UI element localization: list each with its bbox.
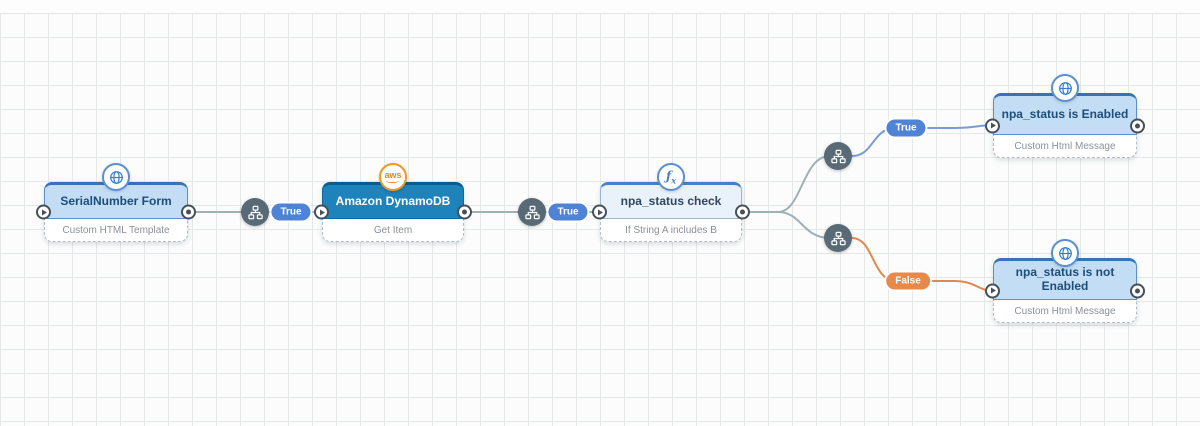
node-npa-status-not-enabled[interactable]: npa_status is not Enabled Custom Html Me…: [985, 239, 1145, 323]
sitemap-icon: [830, 149, 846, 163]
canvas-top-strip: [0, 0, 1200, 13]
output-port[interactable]: [735, 204, 750, 220]
dot-icon: [740, 209, 745, 215]
output-port[interactable]: [181, 204, 196, 220]
dot-icon: [1135, 288, 1140, 293]
edge-label-true[interactable]: True: [548, 203, 588, 221]
aws-smile: [386, 179, 400, 183]
play-icon: [990, 287, 996, 294]
route-filter-icon[interactable]: [824, 224, 852, 252]
globe-icon: [1051, 74, 1079, 102]
node-subtitle: Get Item: [322, 219, 464, 242]
aws-logo-text: aws: [384, 170, 402, 180]
input-port[interactable]: [592, 204, 607, 220]
aws-icon: aws: [379, 163, 407, 191]
edge-label-true[interactable]: True: [271, 203, 311, 221]
fx-x: x: [671, 175, 676, 186]
play-icon: [319, 209, 325, 215]
route-filter-icon[interactable]: [518, 198, 546, 226]
input-port[interactable]: [36, 204, 51, 220]
node-subtitle: Custom Html Message: [993, 135, 1137, 158]
node-subtitle: Custom HTML Template: [44, 219, 188, 242]
route-filter-icon[interactable]: [241, 198, 269, 226]
node-serialnumber-form[interactable]: SerialNumber Form Custom HTML Template: [36, 163, 196, 242]
node-npa-status-enabled[interactable]: npa_status is Enabled Custom Html Messag…: [985, 74, 1145, 158]
sitemap-icon: [830, 231, 846, 245]
input-port[interactable]: [985, 118, 1000, 133]
play-icon: [990, 122, 996, 129]
output-port[interactable]: [457, 204, 472, 220]
output-port[interactable]: [1130, 283, 1145, 298]
fx-f: ƒ: [666, 168, 672, 183]
node-subtitle: Custom Html Message: [993, 300, 1137, 323]
node-npa-status-check[interactable]: ƒx npa_status check If String A includes…: [592, 163, 750, 242]
edge-label-true[interactable]: True: [886, 119, 926, 137]
dot-icon: [186, 209, 191, 215]
dot-icon: [462, 209, 467, 215]
globe-icon: [1051, 239, 1079, 267]
input-port[interactable]: [985, 283, 1000, 298]
edge-label-false[interactable]: False: [886, 272, 930, 290]
play-icon: [597, 209, 603, 215]
input-port[interactable]: [314, 204, 329, 220]
node-amazon-dynamodb[interactable]: aws Amazon DynamoDB Get Item: [314, 163, 472, 242]
dot-icon: [1135, 123, 1140, 128]
globe-icon: [102, 163, 130, 191]
play-icon: [41, 209, 47, 215]
sitemap-icon: [247, 205, 263, 219]
sitemap-icon: [524, 205, 540, 219]
edge-check-branch-up: [741, 155, 841, 213]
function-icon: ƒx: [657, 163, 685, 191]
route-filter-icon[interactable]: [824, 142, 852, 170]
node-title: npa_status is not Enabled: [993, 258, 1137, 300]
node-subtitle: If String A includes B: [600, 219, 742, 242]
output-port[interactable]: [1130, 118, 1145, 133]
